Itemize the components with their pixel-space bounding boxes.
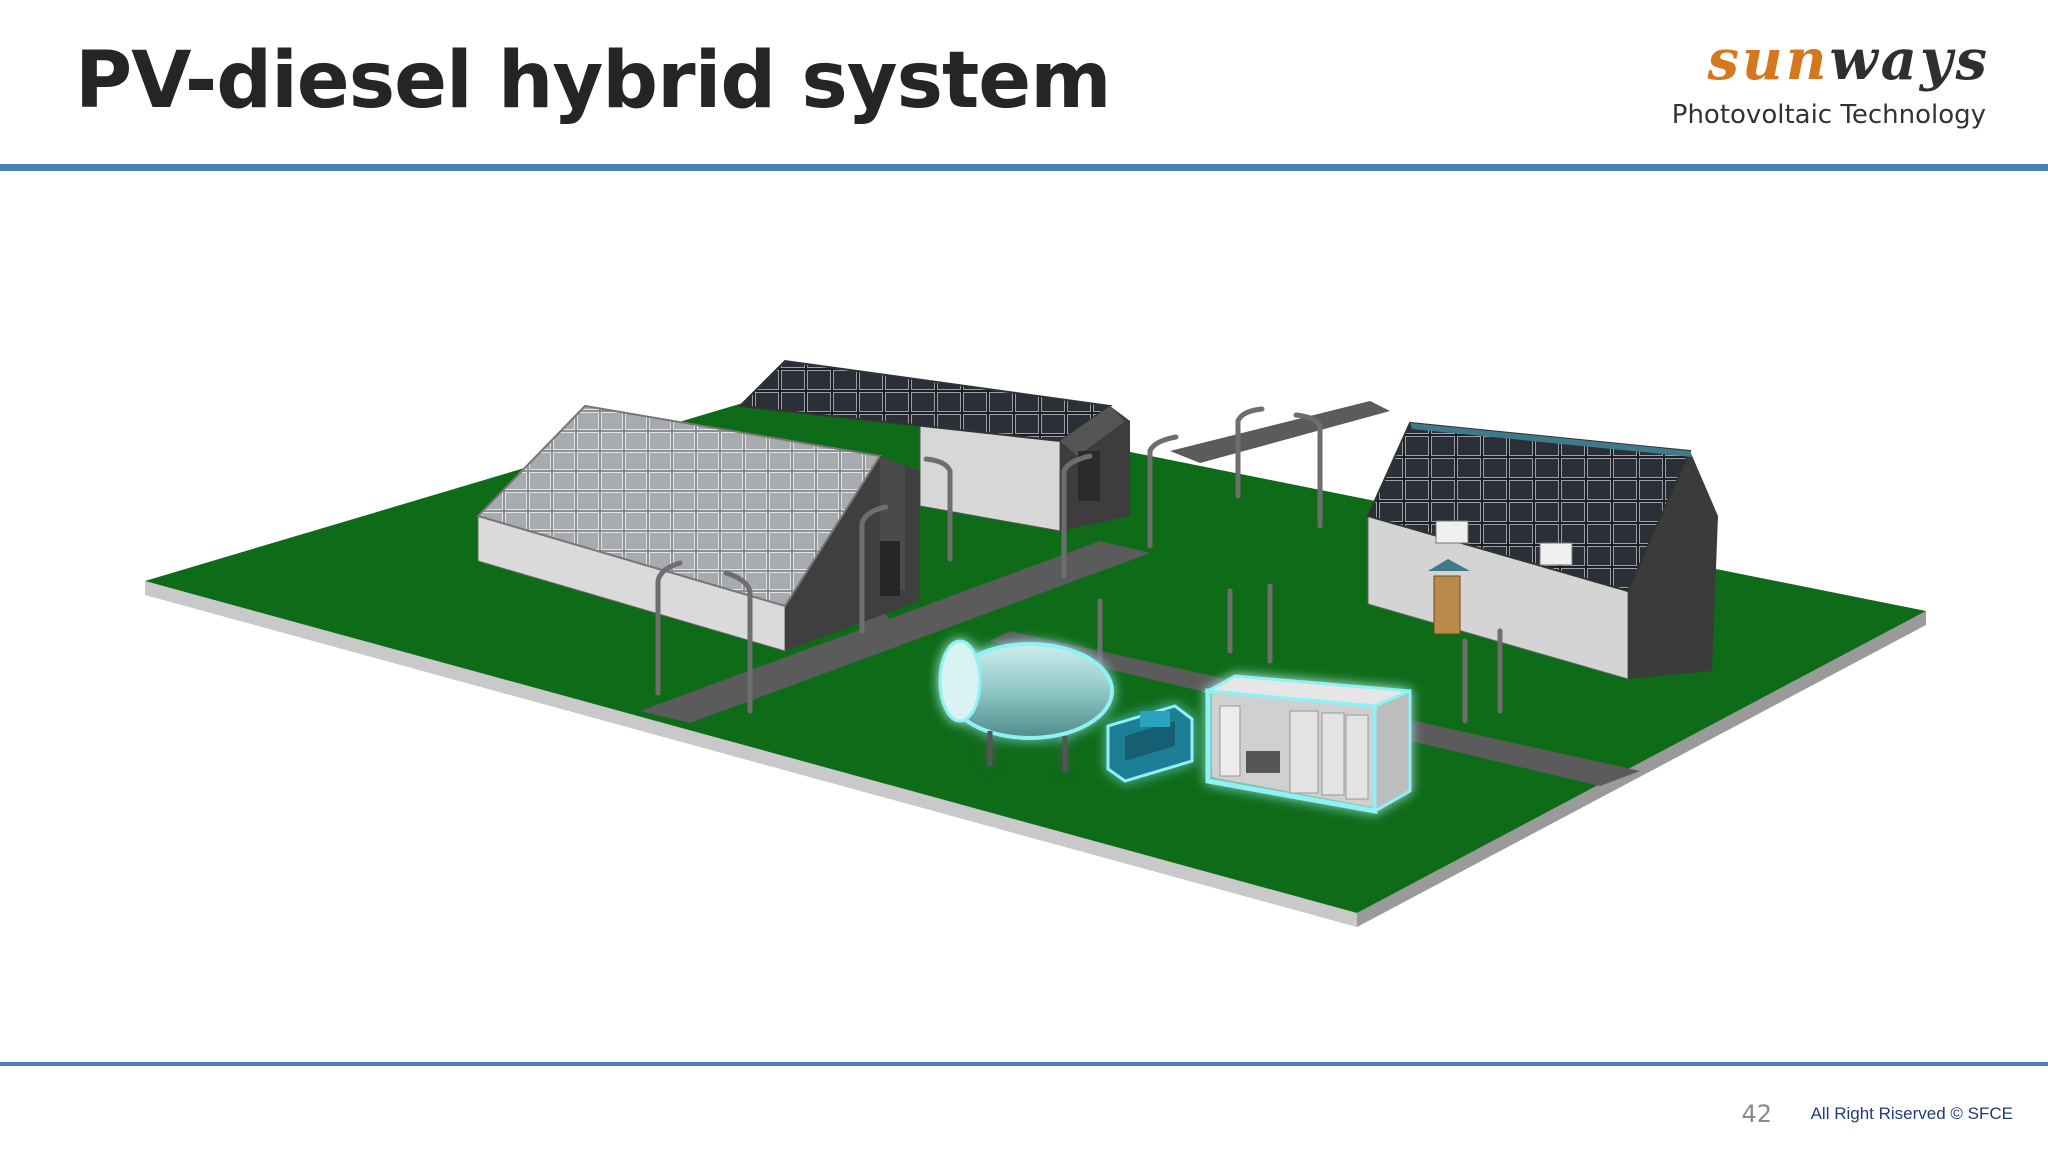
greenhouse-left <box>476 404 920 652</box>
battery-inverter-room <box>1203 674 1412 814</box>
brand-wordmark: sunways <box>1707 32 1990 88</box>
hybrid-system-illustration <box>145 359 1926 927</box>
page-number: 42 <box>1741 1100 1772 1128</box>
brand-logo: sunways Photovoltaic Technology <box>1672 28 2000 138</box>
brand-wordmark-ways: ways <box>1829 27 1990 93</box>
brand-tagline: Photovoltaic Technology <box>1671 100 1986 130</box>
house <box>1366 421 1718 680</box>
diesel-generator <box>1106 704 1194 783</box>
copyright-notice: All Right Riserved © SFCE <box>1810 1104 2013 1123</box>
greenhouse-rear <box>737 359 1130 532</box>
slide-title: PV-diesel hybrid system <box>75 36 1111 126</box>
header-divider <box>0 164 2048 171</box>
diesel-tank <box>938 639 1114 771</box>
footer-divider <box>0 1062 2048 1066</box>
brand-wordmark-sun: sun <box>1707 27 1830 93</box>
light-poles <box>655 406 1503 724</box>
